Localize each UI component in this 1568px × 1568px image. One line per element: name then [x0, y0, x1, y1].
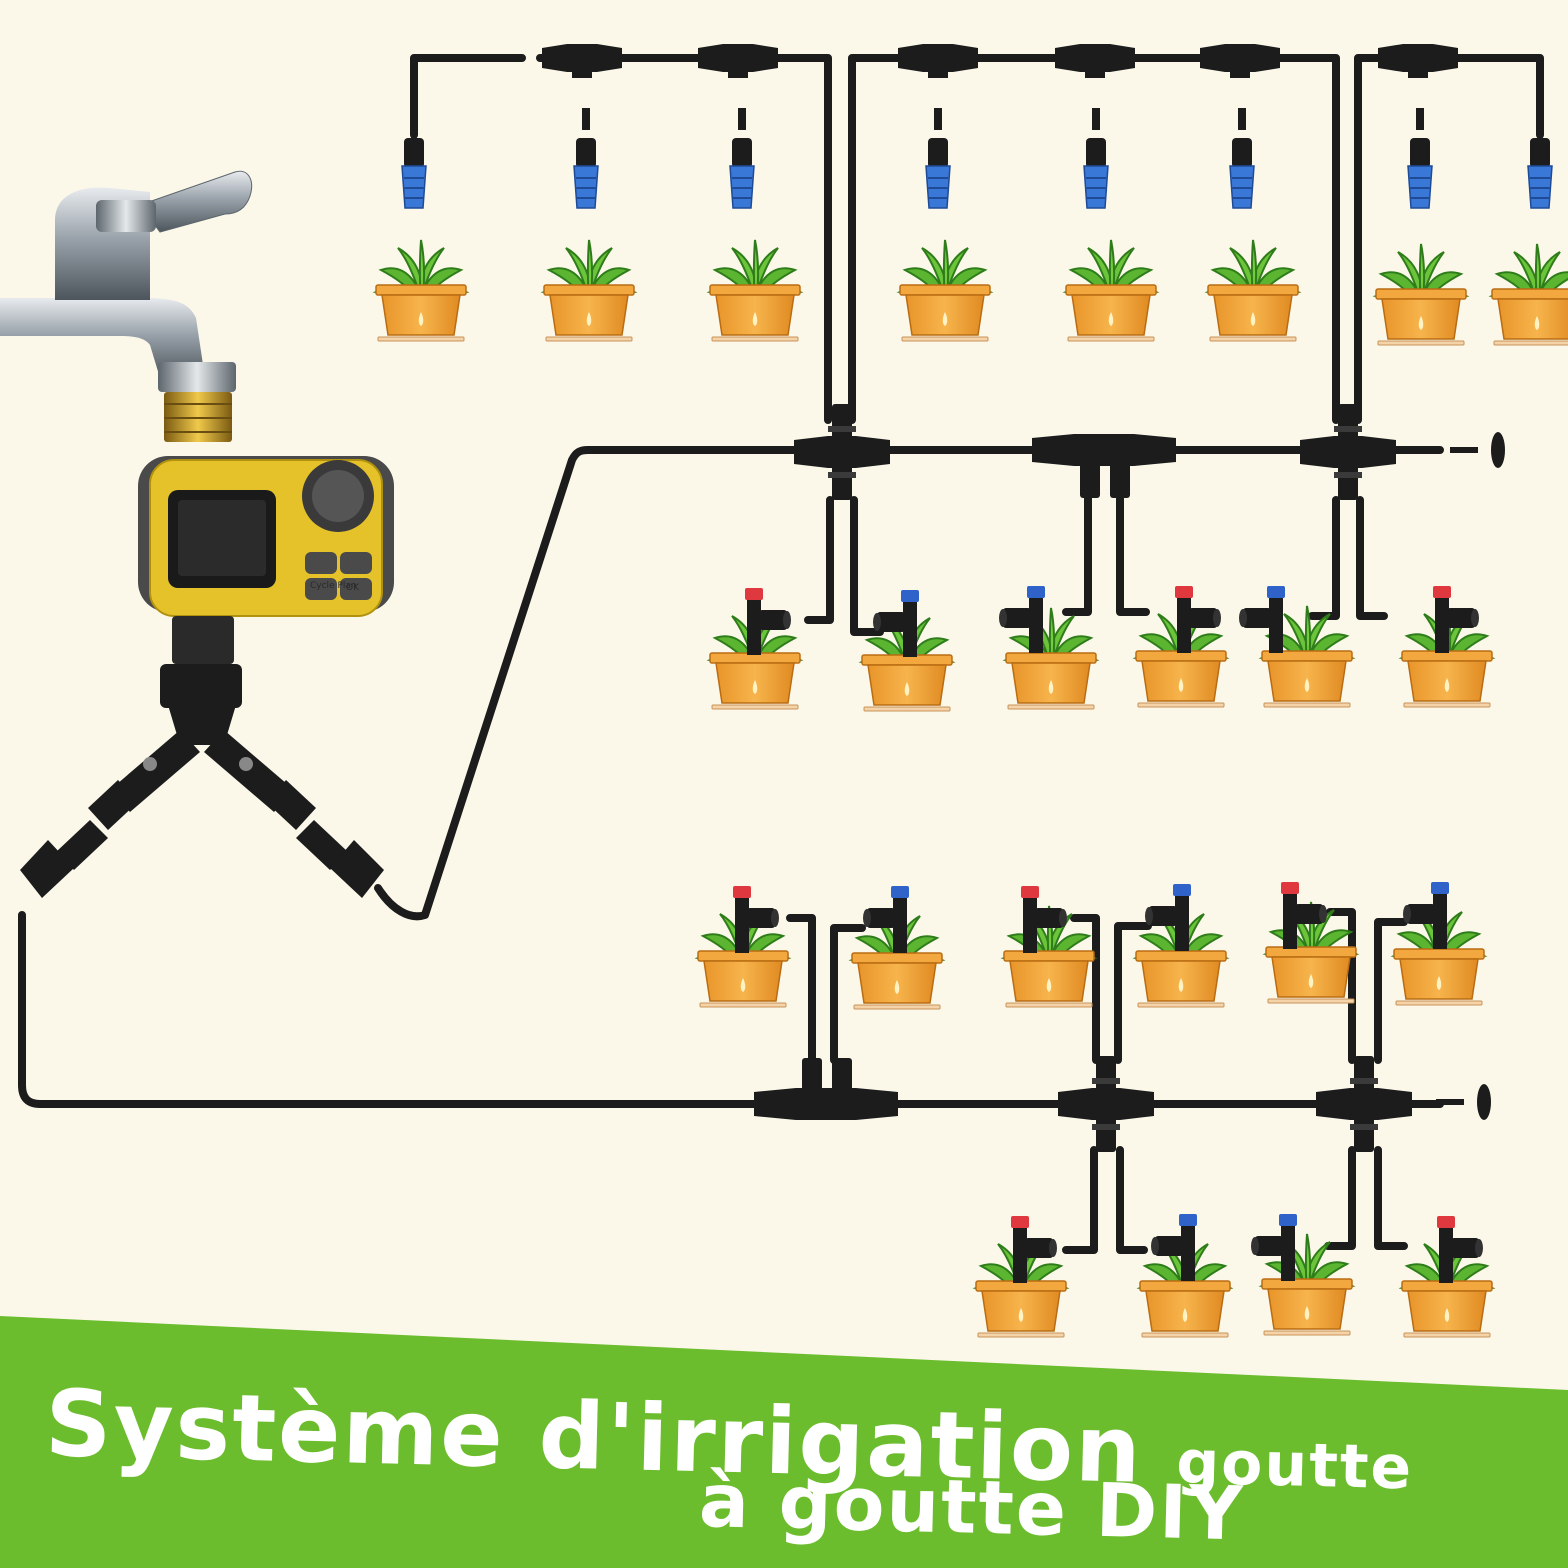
end-plug-icon [1436, 1084, 1491, 1120]
bottom-fittings [754, 1056, 1491, 1152]
timer-icon: Cycle Plan OK [138, 456, 394, 664]
title-banner [0, 1316, 1568, 1568]
plant-pot-icon [375, 239, 1568, 346]
tubing-network [18, 54, 1544, 1254]
y-splitter-icon [20, 664, 384, 898]
cycle-plan-label: Cycle Plan [310, 581, 357, 591]
banner-title-line2: à goutte DIY [698, 1458, 1246, 1558]
middle-cross-fittings [794, 404, 1505, 500]
mist-nozzle-icon [401, 107, 1553, 209]
end-plug-icon [1450, 432, 1505, 468]
ok-label: OK [346, 583, 360, 593]
faucet-icon [0, 170, 253, 442]
